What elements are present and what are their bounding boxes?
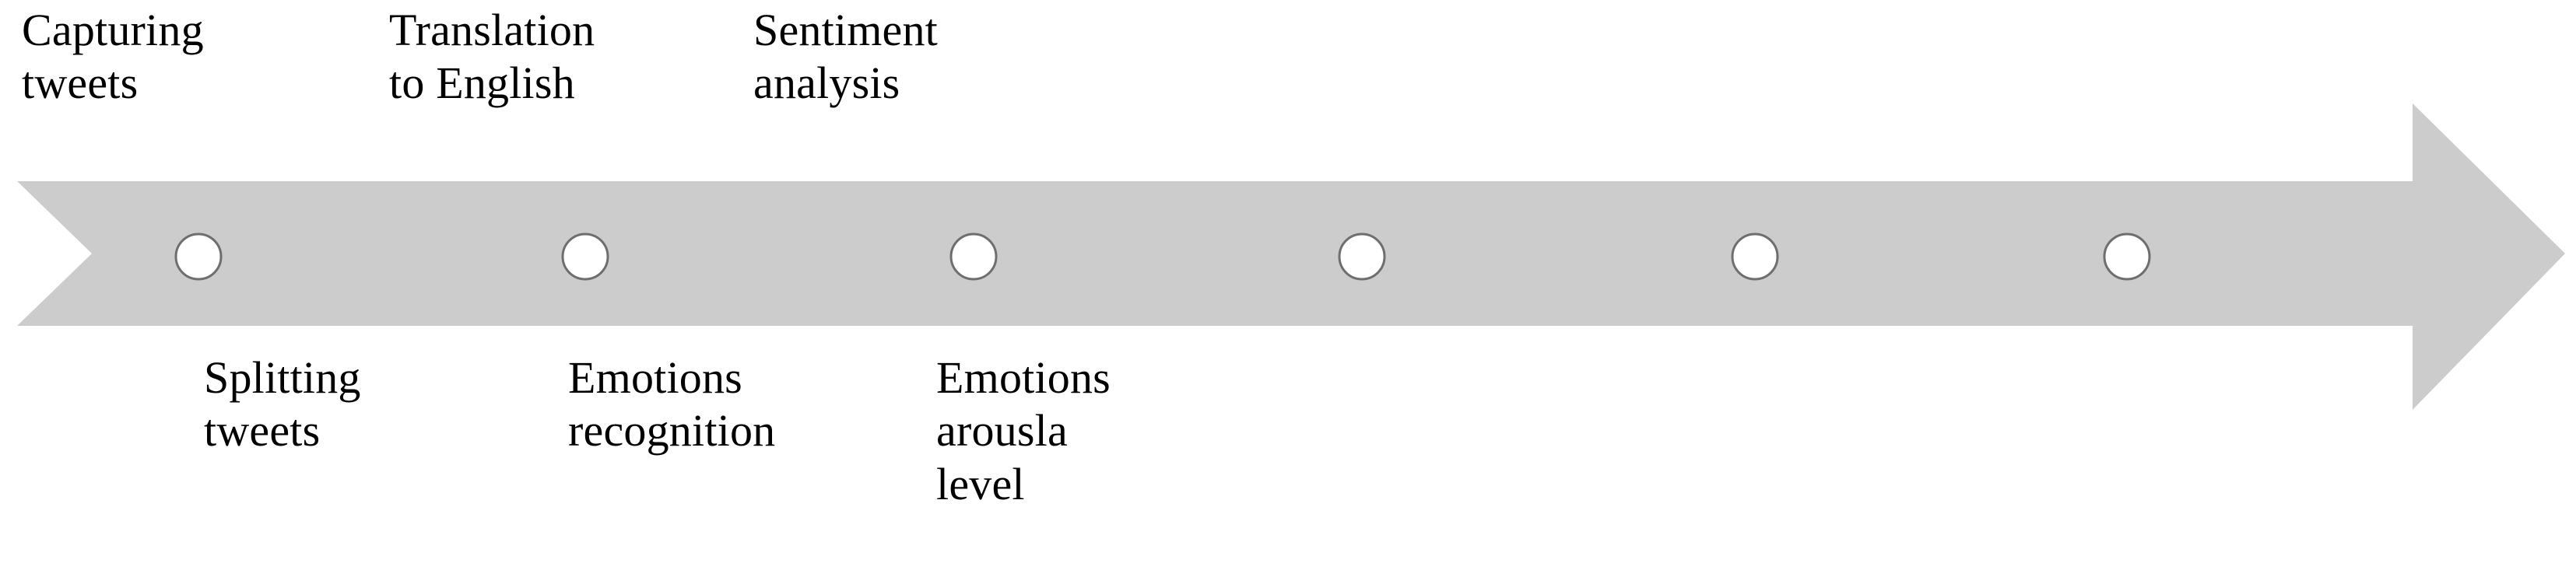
step-marker-5[interactable] (1731, 233, 1779, 281)
step-label-2: Splitting tweets (204, 352, 361, 456)
step-marker-2[interactable] (561, 233, 609, 281)
step-label-5: Sentiment analysis (753, 5, 939, 109)
step-marker-4[interactable] (1338, 233, 1386, 281)
step-marker-1[interactable] (174, 233, 223, 281)
step-label-3: Translation to English (389, 5, 595, 109)
marker-group (174, 233, 2151, 281)
step-label-6: Emotions arousla level (936, 352, 1111, 509)
step-label-1: Capturing tweets (22, 5, 204, 109)
step-marker-6[interactable] (2103, 233, 2151, 281)
arrow-shape (17, 103, 2565, 410)
step-marker-3[interactable] (949, 233, 998, 281)
step-label-4: Emotions recognition (568, 352, 776, 456)
